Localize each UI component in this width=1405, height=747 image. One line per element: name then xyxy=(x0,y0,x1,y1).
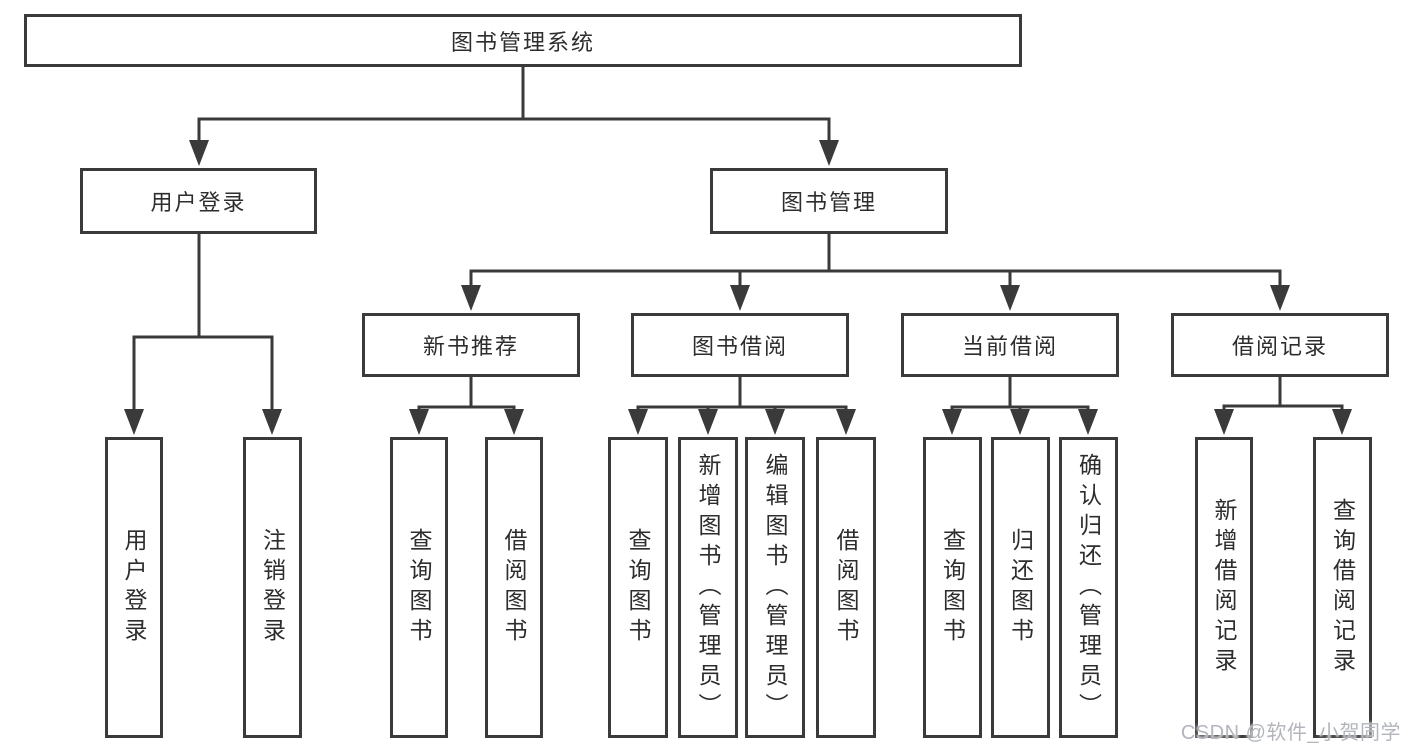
node-label: 查询图书 xyxy=(406,527,432,648)
arrow-down-icon xyxy=(461,285,481,311)
leaf-query-books-borrowing: 查询图书 xyxy=(608,437,668,738)
node-group-new-book-recommend: 新书推荐 xyxy=(362,313,580,377)
watermark: CSDN @软件_小贺同学 xyxy=(1180,722,1401,744)
leaf-query-borrow-record: 查询借阅记录 xyxy=(1313,437,1372,738)
node-label: 图书管理系统 xyxy=(450,29,595,55)
arrow-down-icon xyxy=(189,140,209,166)
node-label: 借阅图书 xyxy=(833,527,859,648)
node-label: 新增借阅记录 xyxy=(1211,497,1237,678)
arrow-down-icon xyxy=(730,285,750,311)
arrow-down-icon xyxy=(1010,409,1030,435)
arrow-down-icon xyxy=(1078,409,1098,435)
node-label: 借阅图书 xyxy=(501,527,527,648)
node-label: 图书管理 xyxy=(780,190,877,215)
leaf-edit-books-admin: 编辑图书（管理员） xyxy=(745,437,805,738)
node-label: 借阅记录 xyxy=(1231,334,1328,359)
node-group-borrowing-records: 借阅记录 xyxy=(1171,313,1389,377)
node-label: 归还图书 xyxy=(1007,527,1034,648)
leaf-logout: 注销登录 xyxy=(243,437,302,738)
arrow-down-icon xyxy=(504,409,524,435)
node-label: 查询图书 xyxy=(939,527,966,648)
node-label: 编辑图书（管理员） xyxy=(762,452,788,723)
leaf-add-borrow-record: 新增借阅记录 xyxy=(1195,437,1253,738)
arrow-down-icon xyxy=(942,409,962,435)
leaf-borrow-books-recommend: 借阅图书 xyxy=(485,437,543,738)
node-label: 用户登录 xyxy=(121,527,147,648)
leaf-borrow-books: 借阅图书 xyxy=(816,437,876,738)
arrow-down-icon xyxy=(409,409,429,435)
leaf-add-books-admin: 新增图书（管理员） xyxy=(678,437,738,738)
node-label: 新增图书（管理员） xyxy=(695,452,721,723)
node-label: 新书推荐 xyxy=(422,334,519,359)
node-branch-book-management: 图书管理 xyxy=(710,168,948,234)
node-label: 查询图书 xyxy=(625,527,651,648)
arrow-down-icon xyxy=(836,409,856,435)
node-branch-user-login: 用户登录 xyxy=(80,168,317,234)
node-group-book-borrowing: 图书借阅 xyxy=(631,313,849,377)
arrow-down-icon xyxy=(1270,285,1290,311)
node-group-current-borrowing: 当前借阅 xyxy=(901,313,1119,377)
node-label: 注销登录 xyxy=(259,527,286,648)
arrow-down-icon xyxy=(698,409,718,435)
arrow-down-icon xyxy=(628,409,648,435)
node-label: 确认归还（管理员） xyxy=(1075,452,1102,723)
leaf-query-books-recommend: 查询图书 xyxy=(390,437,448,738)
arrow-down-icon xyxy=(124,409,144,435)
leaf-query-books-current: 查询图书 xyxy=(923,437,982,738)
node-label: 查询借阅记录 xyxy=(1329,497,1356,678)
node-label: 图书借阅 xyxy=(691,334,788,359)
arrow-down-icon xyxy=(765,409,785,435)
arrow-down-icon xyxy=(1214,409,1234,435)
arrow-down-icon xyxy=(1332,409,1352,435)
arrow-down-icon xyxy=(1000,285,1020,311)
arrow-down-icon xyxy=(262,409,282,435)
node-root: 图书管理系统 xyxy=(24,14,1022,67)
leaf-confirm-return-admin: 确认归还（管理员） xyxy=(1059,437,1118,738)
node-label: 当前借阅 xyxy=(961,334,1058,359)
leaf-user-login: 用户登录 xyxy=(105,437,163,738)
arrow-down-icon xyxy=(819,140,839,166)
node-label: 用户登录 xyxy=(150,190,247,215)
leaf-return-books: 归还图书 xyxy=(991,437,1050,738)
